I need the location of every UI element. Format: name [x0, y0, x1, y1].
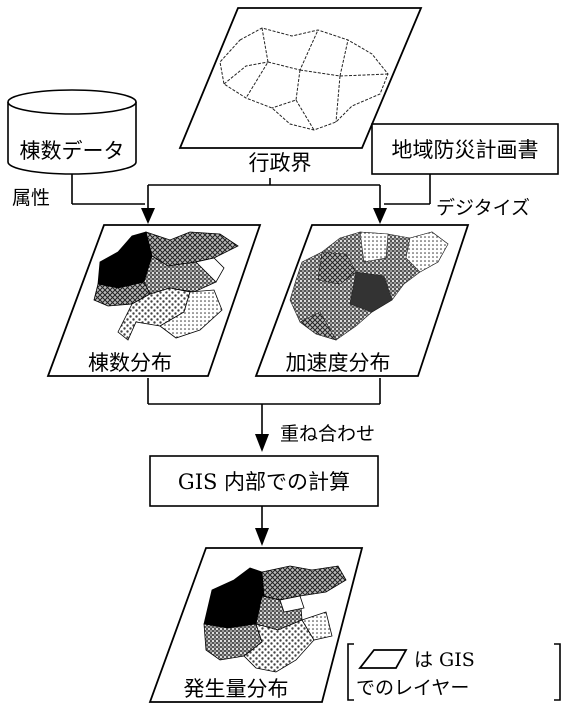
disaster-plan-source: 地域防災計画書	[371, 123, 559, 175]
admin-boundary-label: 行政界	[249, 151, 312, 175]
occurrence-dist-label: 発生量分布	[184, 677, 289, 701]
arrow-to-building-count	[141, 208, 155, 224]
arrow-to-occurrence	[255, 528, 269, 546]
acceleration-dist-label: 加速度分布	[286, 351, 391, 375]
arrow-to-gis-calc	[255, 434, 269, 452]
overlay-connectors	[147, 378, 381, 436]
arrow-to-acceleration	[373, 208, 387, 224]
building-count-map	[93, 231, 239, 341]
layer-occurrence-distribution: 発生量分布	[148, 547, 364, 703]
building-count-dist-label: 棟数分布	[88, 351, 172, 375]
overlay-label: 重ね合わせ	[280, 423, 375, 445]
legend-layer-icon	[358, 649, 408, 669]
digitize-label: デジタイズ	[436, 197, 530, 219]
layer-building-count-distribution: 棟数分布	[46, 224, 262, 377]
admin-boundary-map	[219, 27, 389, 131]
disaster-plan-label: 地域防災計画書	[392, 138, 539, 162]
acceleration-map	[289, 231, 449, 341]
gis-calculation-box: GIS 内部での計算	[149, 455, 379, 507]
top-connectors	[71, 174, 431, 210]
gis-calc-label: GIS 内部での計算	[178, 470, 350, 494]
building-count-data-label: 棟数データ	[20, 139, 125, 163]
occurrence-map	[203, 565, 347, 673]
layer-acceleration-distribution: 加速度分布	[254, 224, 470, 377]
legend-line1: は GIS	[414, 649, 475, 671]
building-count-data-source: 棟数データ	[7, 89, 137, 175]
layer-admin-boundary: 行政界	[178, 7, 423, 175]
legend-line2: でのレイヤー	[356, 677, 469, 699]
legend: は GIS でのレイヤー	[347, 643, 561, 701]
attribute-label: 属性	[12, 187, 50, 209]
